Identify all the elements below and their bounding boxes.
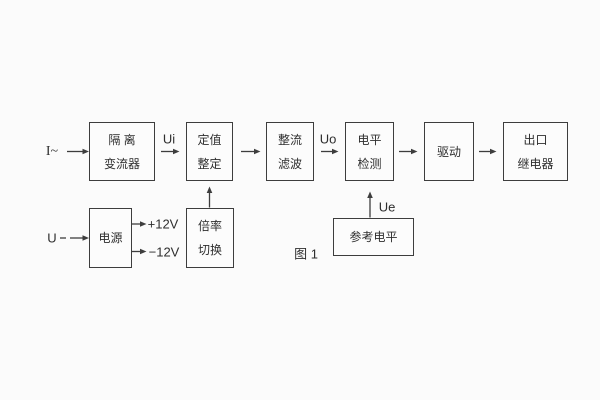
block-level-detect: 电平 检测 [345, 122, 394, 181]
block-label: 隔 离 [108, 132, 136, 147]
rail-plus12-label: +12V [147, 216, 179, 232]
block-output-relay: 出口 继电器 [503, 122, 568, 181]
arrow-drive-to-relay [479, 148, 497, 155]
arrow-isolation-to-setting [161, 148, 180, 155]
figure-caption: 图 1 [294, 246, 318, 262]
block-multiplier-switch: 倍率 切换 [186, 208, 234, 268]
block-label: 驱动 [436, 144, 461, 159]
block-label: 切换 [197, 243, 222, 257]
block-reference-level: 参考电平 [333, 218, 414, 256]
input-voltage-label: U [47, 230, 57, 246]
block-label: 电源 [98, 231, 123, 245]
block-label: 继电器 [517, 156, 554, 171]
signal-ui-label: Ui [162, 131, 176, 147]
block-setting-adjust: 定值 整定 [186, 122, 233, 181]
arrow-reference-ue [367, 191, 373, 218]
arrow-setting-to-rectify [241, 148, 261, 155]
input-current-label: I~ [45, 144, 59, 159]
arrow-rectify-to-level [321, 148, 339, 155]
rail-minus12-label: −12V [148, 244, 180, 260]
arrow-power-to-minus12 [132, 248, 147, 255]
block-label: 倍率 [197, 219, 222, 233]
signal-uo-label: Uo [319, 131, 337, 147]
arrow-power-to-plus12 [132, 221, 147, 227]
block-label: 检测 [357, 156, 382, 171]
arrow-u-to-power [60, 235, 89, 241]
arrow-i-to-isolation [67, 148, 89, 155]
block-label: 定值 [197, 132, 222, 147]
block-power-supply: 电源 [89, 208, 132, 268]
arrow-level-to-drive [399, 148, 418, 155]
block-isolation-converter: 隔 离 变流器 [89, 122, 155, 181]
block-label: 整定 [197, 156, 222, 171]
block-drive: 驱动 [424, 122, 474, 181]
block-label: 电平 [357, 132, 382, 147]
block-label: 出口 [523, 132, 548, 147]
block-label: 整流 [277, 132, 302, 147]
block-rectifier-filter: 整流 滤波 [266, 122, 314, 181]
block-label: 参考电平 [349, 230, 398, 244]
signal-ue-label: Ue [378, 199, 396, 215]
block-label: 滤波 [277, 156, 302, 171]
arrow-multiplier-to-setting [206, 186, 213, 208]
block-label: 变流器 [103, 156, 140, 171]
